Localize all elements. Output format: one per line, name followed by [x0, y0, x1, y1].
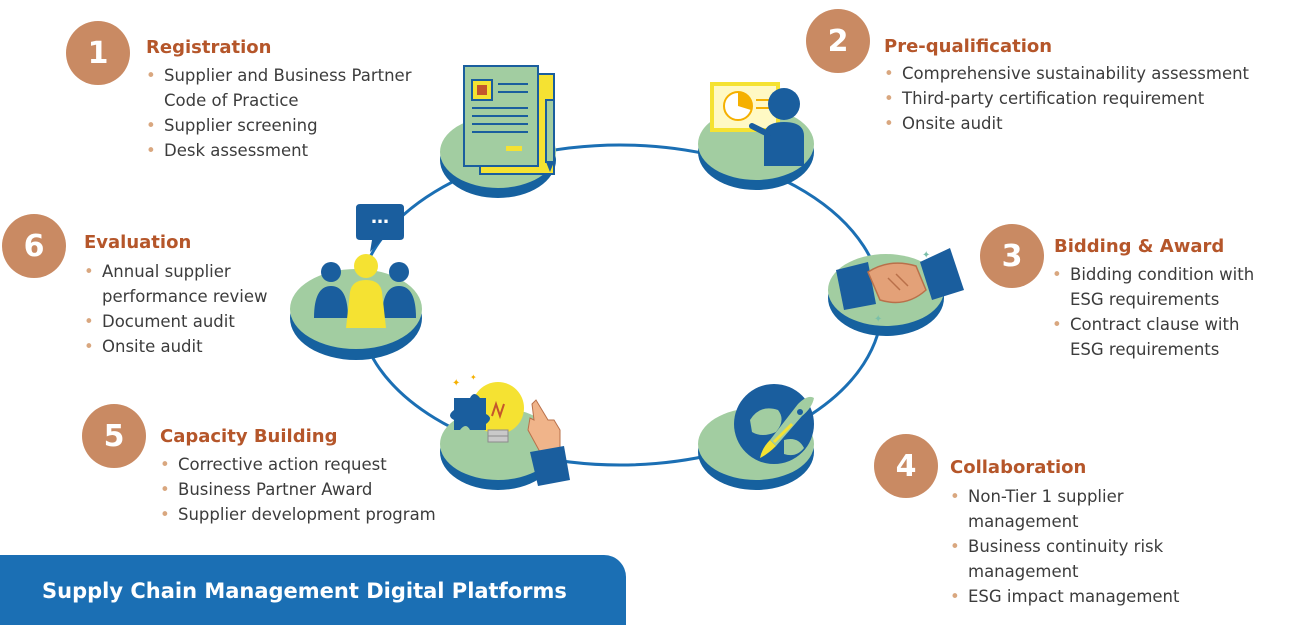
list-item: Onsite audit: [884, 111, 1289, 136]
banner-title: Supply Chain Management Digital Platform…: [42, 579, 567, 603]
list-item: Onsite audit: [84, 334, 294, 359]
step-2-bullets: Comprehensive sustainability assessment …: [884, 61, 1289, 136]
list-item: Contract clause with ESG requirements: [1052, 312, 1267, 362]
list-item: Annual supplier performance review: [84, 259, 294, 309]
list-item: Business Partner Award: [160, 477, 460, 502]
step-2-number: 2: [806, 9, 870, 73]
list-item: Non-Tier 1 supplier management: [950, 484, 1225, 534]
handshake-icon: ✦ ✦: [836, 248, 964, 325]
step-4-bullets: Non-Tier 1 supplier management Business …: [950, 484, 1225, 609]
lightbulb-puzzle-icon: ✦ ✦: [450, 373, 570, 486]
step-1-title: Registration: [146, 37, 272, 58]
document-icon: [463, 65, 555, 175]
step-6-title: Evaluation: [84, 232, 192, 253]
globe-rocket-icon: [734, 384, 814, 464]
list-item: Comprehensive sustainability assessment: [884, 61, 1289, 86]
list-item: Document audit: [84, 309, 294, 334]
svg-text:✦: ✦: [922, 250, 930, 261]
svg-text:✦: ✦: [874, 314, 882, 325]
step-2-title: Pre-qualification: [884, 36, 1053, 57]
list-item: Third-party certification requirement: [884, 86, 1289, 111]
step-3-number: 3: [980, 224, 1044, 288]
step-3-title: Bidding & Award: [1054, 236, 1225, 257]
list-item: Supplier development program: [160, 502, 460, 527]
step-5-bullets: Corrective action request Business Partn…: [160, 452, 460, 527]
step-1-number: 1: [66, 21, 130, 85]
step-5-title: Capacity Building: [160, 426, 338, 447]
step-6-bullets: Annual supplier performance review Docum…: [84, 259, 294, 359]
step-6-number: 6: [2, 214, 66, 278]
step-3-bullets: Bidding condition with ESG requirements …: [1052, 262, 1267, 362]
list-item: Bidding condition with ESG requirements: [1052, 262, 1267, 312]
digital-platforms-banner: Supply Chain Management Digital Platform…: [0, 555, 626, 625]
list-item: Business continuity risk management: [950, 534, 1225, 584]
list-item: ESG impact management: [950, 584, 1225, 609]
list-item: Supplier and Business Partner Code of Pr…: [146, 63, 446, 113]
svg-text:✦: ✦: [452, 378, 460, 389]
list-item: Corrective action request: [160, 452, 460, 477]
presentation-icon: [710, 82, 804, 166]
step-5-number: 5: [82, 404, 146, 468]
step-4-number: 4: [874, 434, 938, 498]
svg-text:✦: ✦: [470, 373, 477, 382]
process-cycle-diagram: ✦ ✦ ✦ ✦: [290, 65, 964, 490]
list-item: Desk assessment: [146, 138, 446, 163]
team-chat-icon: [314, 204, 416, 328]
list-item: Supplier screening: [146, 113, 446, 138]
step-4-title: Collaboration: [950, 457, 1087, 478]
speech-bubble-text: …: [371, 207, 389, 228]
step-1-bullets: Supplier and Business Partner Code of Pr…: [146, 63, 446, 163]
